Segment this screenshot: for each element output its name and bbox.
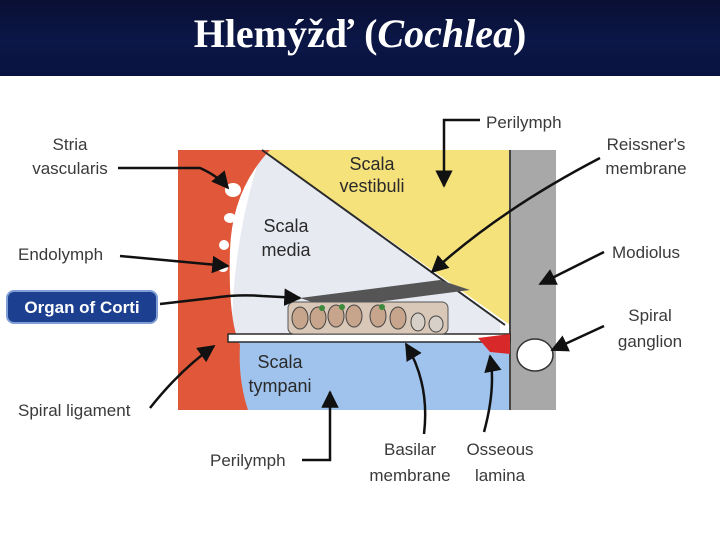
arrow-spiral-ligament — [149, 344, 216, 409]
stria-label-1: Stria — [53, 135, 89, 154]
arrow-modiolus — [538, 250, 605, 286]
arrow-reissner — [430, 156, 601, 274]
slide-title: Hlemýžď (Cochlea) — [0, 10, 720, 57]
basilar-label-2: membrane — [369, 466, 450, 485]
endolymph-label: Endolymph — [18, 245, 103, 264]
spiral-ganglion-shape — [516, 338, 554, 372]
osseous-lamina-shape — [478, 334, 510, 354]
basilar-label-1: Basilar — [384, 440, 436, 459]
stria-label-2: vascularis — [32, 159, 108, 178]
modiolus-label: Modiolus — [612, 243, 680, 262]
spiral-ganglion-label-1: Spiral — [628, 306, 671, 325]
spiral-ligament-label: Spiral ligament — [18, 401, 131, 420]
scala-tympani-label-1: Scala — [257, 352, 303, 372]
tectorial-membrane — [300, 280, 470, 308]
arrow-stria — [118, 166, 230, 190]
scala-media-label-1: Scala — [263, 216, 309, 236]
arrow-endolymph — [119, 254, 230, 274]
reissners-membrane-line — [261, 149, 506, 326]
basilar-membrane-shape — [227, 333, 511, 343]
title-bar — [0, 0, 720, 76]
scala-vestibuli-label-2: vestibuli — [339, 176, 404, 196]
stria-cell — [225, 183, 241, 197]
perilymph-bottom-label: Perilymph — [210, 451, 286, 470]
reissner-label-2: membrane — [605, 159, 686, 178]
arrow-osseous — [482, 354, 502, 433]
organ-of-corti-label: Organ of Corti — [24, 298, 140, 317]
title-close: ) — [512, 11, 527, 56]
osseous-label-1: Osseous — [466, 440, 533, 459]
organ-of-corti-cells — [287, 301, 449, 335]
reissner-label-1: Reissner's — [607, 135, 686, 154]
scala-tympani-label-2: tympani — [248, 376, 311, 396]
osseous-label-2: lamina — [475, 466, 526, 485]
title-main: Hlemýžď ( — [193, 11, 378, 56]
perilymph-top-label: Perilymph — [486, 113, 562, 132]
scala-media-label-2: media — [261, 240, 311, 260]
stria-cell — [219, 240, 229, 250]
arrow-perilymph-top — [435, 118, 480, 188]
spiral-ganglion-label-2: ganglion — [618, 332, 682, 351]
arrow-spiral-ganglion — [550, 324, 605, 352]
stria-cell — [224, 213, 236, 223]
arrow-perilymph-bottom — [302, 390, 339, 462]
scala-vestibuli-label-1: Scala — [349, 154, 395, 174]
organ-of-corti-badge: Organ of Corti — [6, 290, 158, 324]
arrow-corti — [159, 288, 302, 306]
title-italic: Cochlea — [377, 11, 513, 56]
scala-tympani-region — [229, 342, 510, 410]
arrow-basilar — [404, 342, 427, 435]
